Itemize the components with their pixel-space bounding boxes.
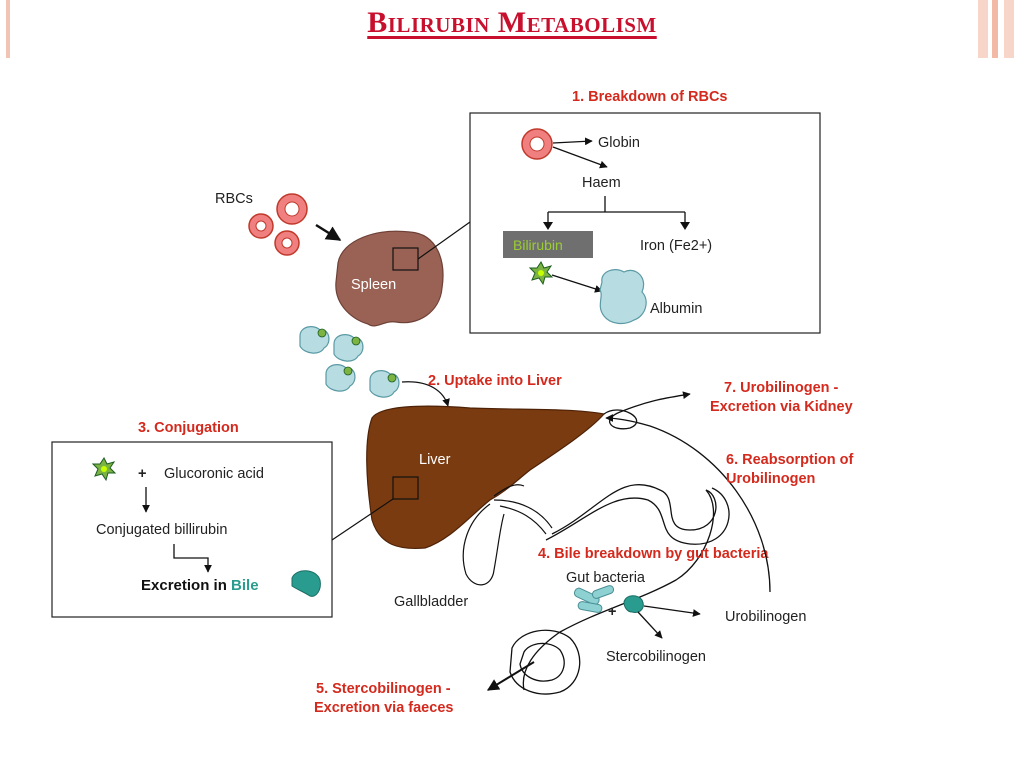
gut-bacteria-icon [573,585,615,613]
gallbladder-label: Gallbladder [394,594,468,610]
bilirubin-label: Bilirubin [513,237,563,253]
step4-label: 4. Bile breakdown by gut bacteria [538,546,769,562]
arrow-to-albumin [551,274,603,293]
bilirubin-albumin-complexes [299,326,400,398]
bile-icon [291,570,321,597]
urobilinogen-label: Urobilinogen [725,609,806,625]
arrow-to-urobilinogen [643,605,701,617]
arrow-to-excretion [173,544,212,573]
iron-label: Iron (Fe2+) [640,238,712,254]
slide-title: Bilirubin Metabolism [367,6,657,39]
spleen-callout-line [417,221,471,260]
bilirubin-star-icon [91,457,117,482]
arrow-to-liver [401,381,450,407]
arrow-to-kidney [603,391,691,430]
glucoronic-acid-label: Glucoronic acid [164,466,264,482]
spleen-label: Spleen [351,277,396,293]
bilirubin-star-icons [317,328,397,383]
arrow-to-stercobilinogen [637,611,663,639]
excretion-in-bile-label: Excretion in Bile [141,577,259,594]
step6-line1: 6. Reabsorption of [726,452,853,468]
plus-sign: + [138,466,146,482]
arrow-to-globin [552,137,593,146]
step7-line1: 7. Urobilinogen - [724,380,839,396]
slide-edge-right-2 [992,0,998,58]
box3-heading: 3. Conjugation [138,420,239,436]
intestine-loop [509,483,730,695]
albumin-icon [599,269,647,325]
arrow-faeces [486,661,535,691]
haem-label: Haem [582,175,621,191]
haem-split-lines [547,196,686,228]
slide-edge-left [6,0,10,58]
conjugated-bilirubin-icon [623,595,644,613]
spleen-organ [335,230,444,327]
rbc-cell-icon [521,128,553,160]
step6-line2: Urobilinogen [726,471,815,487]
arrow-rbc-to-spleen [315,223,342,242]
liver-callout-line [331,498,394,541]
step5-line1: 5. Stercobilinogen - [316,681,451,697]
globin-label: Globin [598,135,640,151]
liver-label: Liver [419,452,451,468]
liver-organ [366,405,606,550]
arrow-reabsorption [605,414,771,593]
uptake-label: 2. Uptake into Liver [428,373,562,389]
liver-zoom-box [392,476,419,500]
step7-line2: Excretion via Kidney [710,399,853,415]
slide-edge-right-3 [1004,0,1014,58]
bilirubin-highlight [503,231,593,258]
gut-bacteria-label: Gut bacteria [566,570,646,586]
rbc-cells-icon [248,193,308,256]
box1-heading: 1. Breakdown of RBCs [572,89,728,105]
step5-line2: Excretion via faeces [314,700,453,716]
arrow-to-haem [552,146,608,169]
rbcs-label: RBCs [215,191,253,207]
stercobilinogen-label: Stercobilinogen [606,649,706,665]
gut-plus-sign: + [608,604,616,620]
conjugated-label: Conjugated billirubin [96,522,227,538]
bile-duct-and-gallbladder [462,484,553,586]
bilirubin-star-icon [528,261,554,286]
slide-edge-right-1 [978,0,988,58]
albumin-label: Albumin [650,301,702,317]
